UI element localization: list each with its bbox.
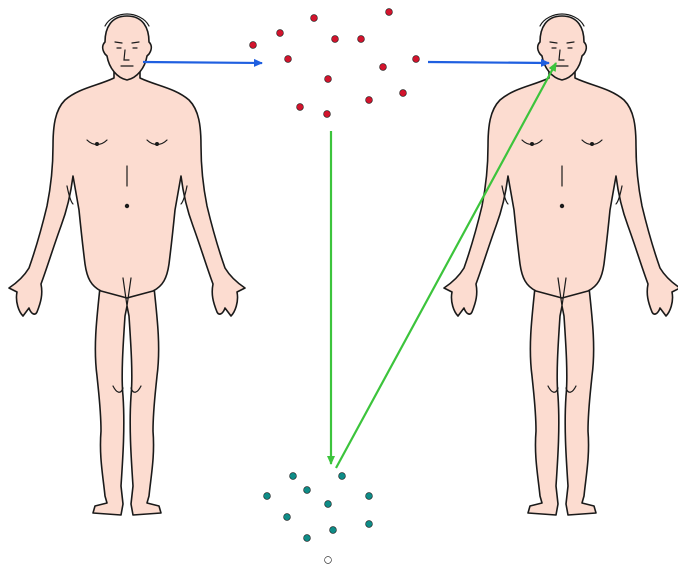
dot xyxy=(330,527,337,534)
blue-arrow-right xyxy=(428,62,549,63)
blue-arrow-left xyxy=(143,62,262,63)
teal-dot-cluster xyxy=(264,473,373,564)
dot xyxy=(366,521,373,528)
dot xyxy=(366,493,373,500)
dot xyxy=(297,104,304,111)
dot xyxy=(325,501,332,508)
dot xyxy=(332,36,339,43)
dot xyxy=(264,493,271,500)
dot xyxy=(250,42,257,49)
dot xyxy=(290,473,297,480)
dot xyxy=(277,30,284,37)
dot xyxy=(380,64,387,71)
dot xyxy=(386,9,393,16)
dot xyxy=(358,36,365,43)
dot xyxy=(325,76,332,83)
dot xyxy=(325,557,332,564)
dot xyxy=(285,56,292,63)
dot xyxy=(413,56,420,63)
right-body-figure xyxy=(444,14,678,515)
dot xyxy=(366,97,373,104)
dot xyxy=(304,535,311,542)
dot xyxy=(284,514,291,521)
dot xyxy=(311,15,318,22)
left-body-figure xyxy=(9,14,245,515)
dot xyxy=(339,473,346,480)
dot xyxy=(400,90,407,97)
dot xyxy=(304,487,311,494)
red-dot-cluster xyxy=(250,9,420,118)
dot xyxy=(324,111,331,118)
